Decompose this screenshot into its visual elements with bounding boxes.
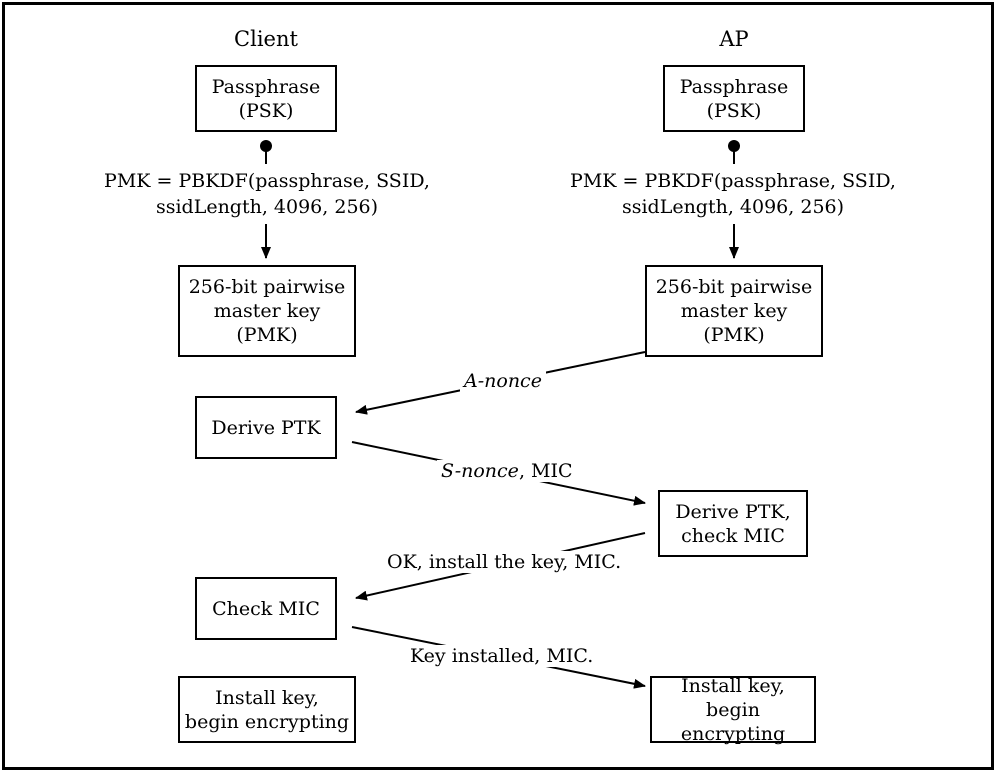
ap-passphrase-line2: (PSK) [706, 99, 762, 122]
client-pmk-line3: (PMK) [236, 324, 298, 346]
ap-install-line1: Install key, [681, 674, 785, 697]
client-passphrase-line2: (PSK) [238, 99, 294, 122]
client-check-mic-box: Check MIC [195, 577, 337, 640]
client-derive-ptk-box: Derive PTK [195, 396, 337, 459]
client-install-box: Install key, begin encrypting [178, 676, 356, 743]
ap-derive-ptk-line1: Derive PTK, [675, 500, 791, 523]
ap-pmk-box: 256-bit pairwise master key (PMK) [645, 265, 823, 357]
message-s-nonce-rest: , MIC [518, 460, 573, 482]
client-install-line2: begin encrypting [184, 710, 350, 733]
message-a-nonce-italic: A-nonce [464, 370, 542, 392]
client-column-label: Client [234, 27, 298, 51]
client-pmk-line2: master key [213, 300, 321, 322]
ap-install-box: Install key, begin encrypting [650, 674, 816, 745]
message-s-nonce-italic: S-nonce [441, 460, 519, 482]
message-key-installed-rest: Key installed, MIC. [410, 645, 594, 667]
ap-pmk-line2: master key [680, 300, 788, 322]
client-pmk-line1: 256-bit pairwise [188, 276, 346, 298]
client-formula-line2: ssidLength, 4096, 256) [155, 196, 379, 218]
ap-pmk-line3: (PMK) [703, 324, 765, 346]
client-passphrase-box: Passphrase (PSK) [195, 65, 337, 132]
message-ok-install-rest: OK, install the key, MIC. [387, 551, 622, 573]
ap-derive-ptk-line2: check MIC [681, 524, 785, 547]
client-formula-line1: PMK = PBKDF(passphrase, SSID, [104, 170, 430, 192]
ap-passphrase-box: Passphrase (PSK) [663, 65, 805, 132]
client-pmk-formula: PMK = PBKDF(passphrase, SSID, ssidLength… [87, 168, 447, 220]
ap-pmk-line1: 256-bit pairwise [655, 276, 813, 298]
message-s-nonce: S-nonce, MIC [437, 460, 577, 482]
client-derive-ptk-label: Derive PTK [211, 416, 321, 439]
ap-formula-line2: ssidLength, 4096, 256) [621, 196, 845, 218]
client-check-mic-label: Check MIC [212, 597, 320, 620]
ap-derive-ptk-box: Derive PTK, check MIC [658, 490, 808, 557]
client-pmk-box: 256-bit pairwise master key (PMK) [178, 265, 356, 357]
ap-install-line2: begin encrypting [680, 698, 786, 745]
ap-formula-line1: PMK = PBKDF(passphrase, SSID, [570, 170, 896, 192]
message-key-installed: Key installed, MIC. [406, 645, 598, 667]
ap-passphrase-line1: Passphrase [679, 75, 789, 98]
client-passphrase-line1: Passphrase [211, 75, 321, 98]
message-a-nonce: A-nonce [460, 370, 546, 392]
ap-column-label: AP [719, 27, 749, 51]
ap-pmk-formula: PMK = PBKDF(passphrase, SSID, ssidLength… [553, 168, 913, 220]
client-install-line1: Install key, [215, 686, 319, 709]
message-ok-install: OK, install the key, MIC. [383, 551, 626, 573]
